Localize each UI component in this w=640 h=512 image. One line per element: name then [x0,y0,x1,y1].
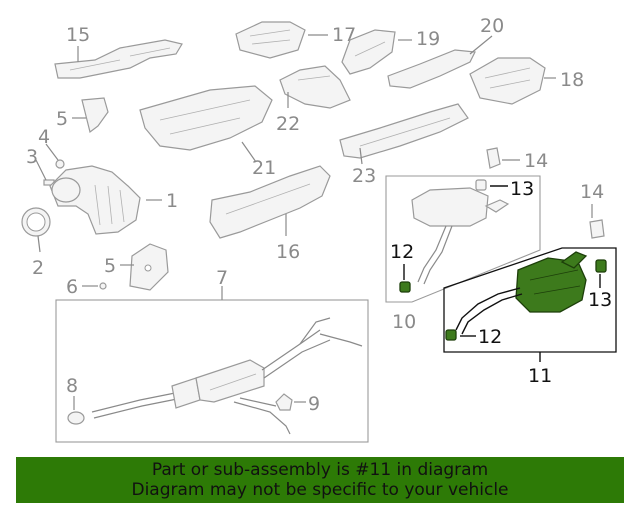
callout-19: 19 [416,28,440,50]
part-5-bracket-upper[interactable] [81,97,109,134]
part-15-heat-shield[interactable] [54,39,183,79]
info-banner: Part or sub-assembly is #11 in diagram D… [16,457,624,503]
assembly-10-box [385,175,541,303]
callout-4: 4 [38,126,50,148]
callout-12b: 12 [478,326,502,348]
banner-line-1: Part or sub-assembly is #11 in diagram [151,460,489,480]
part-1-catalytic-converter[interactable] [49,165,141,235]
part-12-isolator-lower[interactable] [445,329,457,341]
callout-14a: 14 [524,150,548,172]
callout-12a: 12 [390,241,414,263]
part-19-heat-shield[interactable] [341,29,396,75]
callout-7: 7 [216,267,228,289]
callout-10: 10 [392,311,416,333]
callout-16: 16 [276,241,300,263]
callout-3: 3 [26,146,38,168]
leader-3 [35,159,47,181]
leader-23 [359,147,363,165]
assembly-7-box [55,299,369,443]
part-14-bracket-right[interactable] [589,219,605,239]
part-21-heat-shield[interactable] [139,85,273,151]
callout-5a: 5 [56,108,68,130]
part-11-rear-muffler[interactable] [455,251,588,335]
callout-11: 11 [528,365,552,387]
callout-14b: 14 [580,181,604,203]
callout-13a: 13 [510,178,534,200]
exhaust-parts-diagram: 15 17 19 20 18 22 21 23 [21,15,617,443]
part-18-heat-shield[interactable] [469,57,546,105]
part-20-heat-shield[interactable] [387,49,476,89]
callout-8: 8 [66,375,78,397]
leader-20 [469,35,493,55]
leader-4 [45,143,59,161]
part-16-heat-shield[interactable] [209,165,331,239]
callout-2: 2 [32,257,44,279]
leader-21 [241,141,257,163]
callout-22: 22 [276,113,300,135]
exhaust-bracket [233,397,291,435]
part-9-hanger[interactable] [275,393,293,411]
callout-15: 15 [66,24,90,46]
part-14-bracket-upper[interactable] [486,147,501,169]
part-12-isolator[interactable] [399,281,411,293]
callout-13b: 13 [588,289,612,311]
banner-line-2: Diagram may not be specific to your vehi… [131,480,509,500]
part-6-bolt[interactable] [99,282,107,290]
callout-1: 1 [166,190,178,212]
callout-23: 23 [352,165,376,187]
part-22-heat-shield[interactable] [279,65,351,109]
assembly-11-box [443,247,617,353]
callout-20: 20 [480,15,504,37]
leader-2 [37,235,41,253]
part-13-isolator-right[interactable] [595,259,607,273]
part-8-clamp[interactable] [67,411,85,425]
part-7-exhaust-pipe[interactable] [91,317,363,419]
part-13-isolator[interactable] [475,179,487,191]
part-2-gasket[interactable] [21,207,51,237]
part-23-heat-shield[interactable] [339,103,469,159]
part-4-nut[interactable] [55,159,65,169]
callout-9: 9 [308,393,320,415]
part-5-bracket-lower[interactable] [129,243,169,291]
callout-6: 6 [66,276,78,298]
callout-21: 21 [252,157,276,179]
part-17-heat-shield[interactable] [235,21,306,59]
part-10-muffler-assembly[interactable] [411,187,510,285]
callout-5b: 5 [104,255,116,277]
callout-18: 18 [560,69,584,91]
